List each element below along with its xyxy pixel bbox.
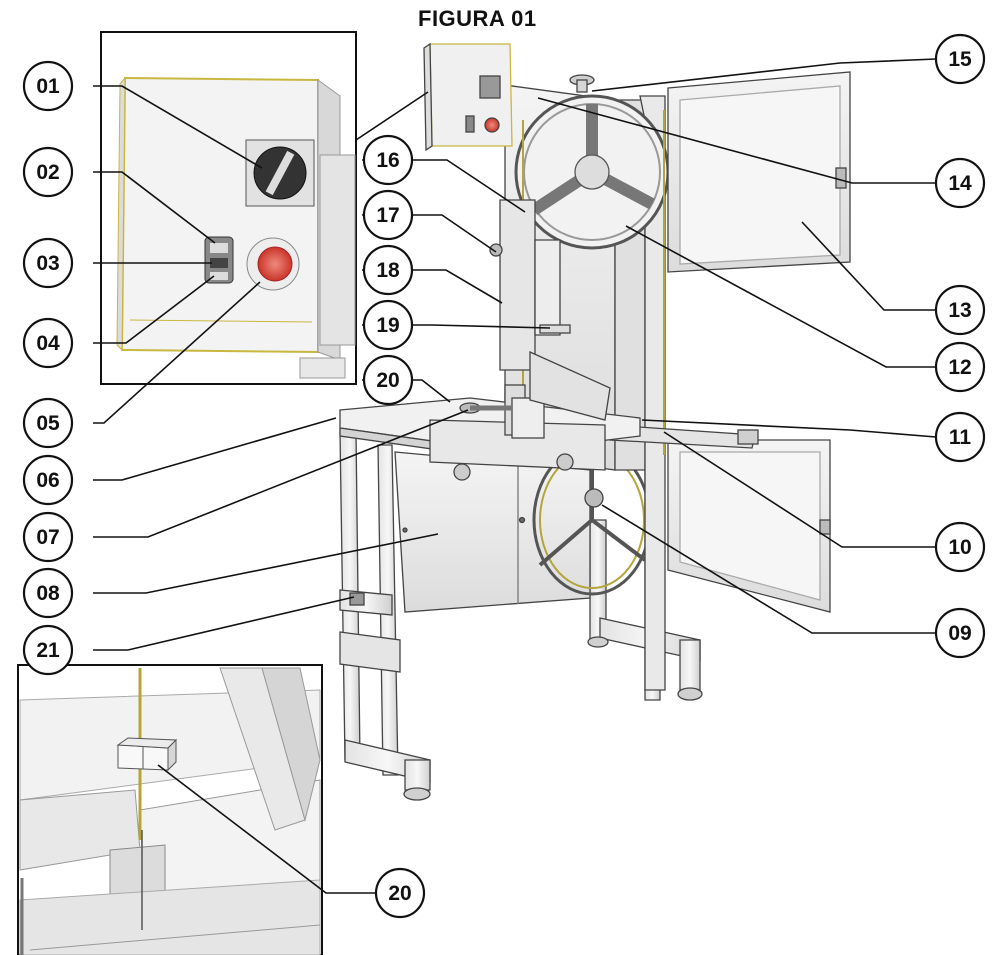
callout-01: 01 <box>22 60 74 112</box>
lower-door <box>667 439 831 613</box>
svg-text:10: 10 <box>948 536 971 559</box>
lower-cabinet <box>394 451 591 613</box>
callout-18: 18 <box>362 244 414 296</box>
callout-16: 16 <box>362 134 414 186</box>
upper-wheel <box>514 94 670 250</box>
upper-door <box>667 71 851 273</box>
small-control-box <box>423 42 513 152</box>
callout-07: 07 <box>22 511 74 563</box>
sliding-carriage <box>429 384 606 481</box>
blade-detail-inset <box>17 664 323 955</box>
svg-text:09: 09 <box>948 622 971 645</box>
svg-text:20: 20 <box>376 369 399 392</box>
svg-text:02: 02 <box>36 161 59 184</box>
svg-text:15: 15 <box>948 48 972 71</box>
callout-03: 03 <box>22 237 74 289</box>
control-panel-inset <box>100 31 357 385</box>
callout-04: 04 <box>22 317 74 369</box>
svg-text:11: 11 <box>949 426 972 449</box>
svg-text:08: 08 <box>36 582 60 605</box>
svg-text:13: 13 <box>948 299 971 322</box>
svg-text:19: 19 <box>376 314 399 337</box>
svg-text:17: 17 <box>376 204 399 227</box>
svg-text:07: 07 <box>36 526 59 549</box>
svg-text:16: 16 <box>376 149 399 172</box>
callout-09: 09 <box>934 607 986 659</box>
svg-text:05: 05 <box>36 412 60 435</box>
callout-06: 06 <box>22 454 74 506</box>
callout-20: 20 <box>362 354 414 406</box>
svg-text:06: 06 <box>36 469 59 492</box>
svg-text:03: 03 <box>36 252 59 275</box>
foot-switch <box>349 592 365 606</box>
callout-12: 12 <box>934 341 986 393</box>
callout-circles: 01 02 03 04 05 06 07 08 21 16 17 18 19 2… <box>22 33 986 919</box>
svg-text:14: 14 <box>948 172 972 195</box>
svg-text:12: 12 <box>948 356 971 379</box>
svg-text:04: 04 <box>36 332 60 355</box>
callout-02: 02 <box>22 146 74 198</box>
callout-17: 17 <box>362 189 414 241</box>
callout-08: 08 <box>22 567 74 619</box>
callout-15: 15 <box>934 33 986 85</box>
callout-20-detail: 20 <box>374 867 426 919</box>
callout-11: 11 <box>934 411 986 463</box>
figure-title: FIGURA 01 <box>418 6 537 31</box>
svg-text:21: 21 <box>36 639 60 662</box>
svg-text:18: 18 <box>376 259 400 282</box>
callout-14: 14 <box>934 157 986 209</box>
blade-guard <box>529 350 611 421</box>
callout-05: 05 <box>22 397 74 449</box>
callout-21: 21 <box>22 624 74 676</box>
machine-illustration <box>339 42 851 801</box>
svg-text:01: 01 <box>36 75 60 98</box>
callout-10: 10 <box>934 521 986 573</box>
callout-19: 19 <box>362 299 414 351</box>
blade-guide <box>499 199 536 371</box>
callout-13: 13 <box>934 284 986 336</box>
svg-text:20: 20 <box>388 882 411 905</box>
